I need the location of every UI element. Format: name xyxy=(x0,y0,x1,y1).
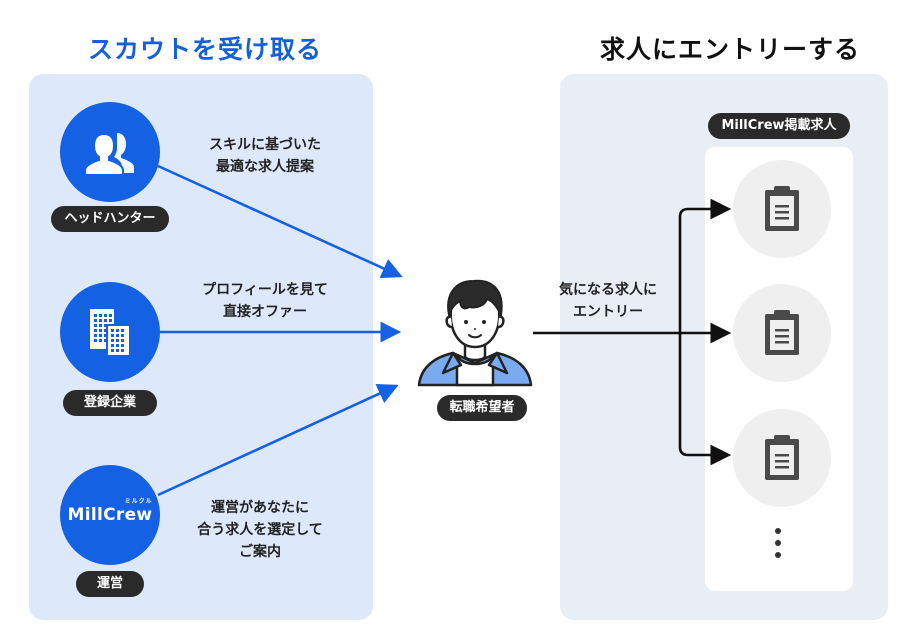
job-seeker-illustration xyxy=(417,279,533,387)
jobs-label: MillCrew掲載求人 xyxy=(708,113,850,139)
caption-line: 気になる求人に xyxy=(559,282,657,298)
job-item[interactable] xyxy=(733,409,831,507)
job-item[interactable] xyxy=(733,160,831,258)
caption-line: ご案内 xyxy=(239,544,281,560)
job-seeker-label: 転職希望者 xyxy=(437,395,527,421)
entry-section-title: 求人にエントリーする xyxy=(600,35,861,64)
job-item[interactable] xyxy=(733,284,831,382)
headhunter-caption: スキルに基づいた 最適な求人提案 xyxy=(195,134,335,178)
logo-ruby: ミルクル xyxy=(124,498,153,505)
headhunter-node xyxy=(60,102,160,202)
operator-node: MillCrew ミルクル xyxy=(60,465,160,565)
operator-caption: 運営があなたに 合う求人を選定して ご案内 xyxy=(180,497,340,563)
more-dots-icon xyxy=(772,528,784,564)
company-node xyxy=(60,282,160,382)
clipboard-icon xyxy=(765,310,799,355)
buildings-icon xyxy=(90,309,131,357)
clipboard-icon xyxy=(765,435,799,480)
users-icon xyxy=(84,132,134,175)
caption-line: 直接オファー xyxy=(223,304,307,320)
entry-caption: 気になる求人に エントリー xyxy=(548,279,668,323)
millcrew-logo: MillCrew ミルクル xyxy=(67,498,153,525)
caption-line: エントリー xyxy=(573,304,643,320)
caption-line: 運営があなたに xyxy=(211,500,309,516)
logo-name: MillCrew xyxy=(67,505,153,525)
caption-line: プロフィールを見て xyxy=(202,282,328,298)
company-caption: プロフィールを見て 直接オファー xyxy=(185,279,345,323)
headhunter-label: ヘッドハンター xyxy=(51,206,169,232)
caption-line: 合う求人を選定して xyxy=(197,522,323,538)
scout-section-title: スカウトを受け取る xyxy=(88,35,323,64)
operator-label: 運営 xyxy=(76,571,144,597)
caption-line: スキルに基づいた xyxy=(209,137,321,153)
clipboard-icon xyxy=(765,186,799,231)
company-label: 登録企業 xyxy=(63,390,157,416)
caption-line: 最適な求人提案 xyxy=(216,159,314,175)
